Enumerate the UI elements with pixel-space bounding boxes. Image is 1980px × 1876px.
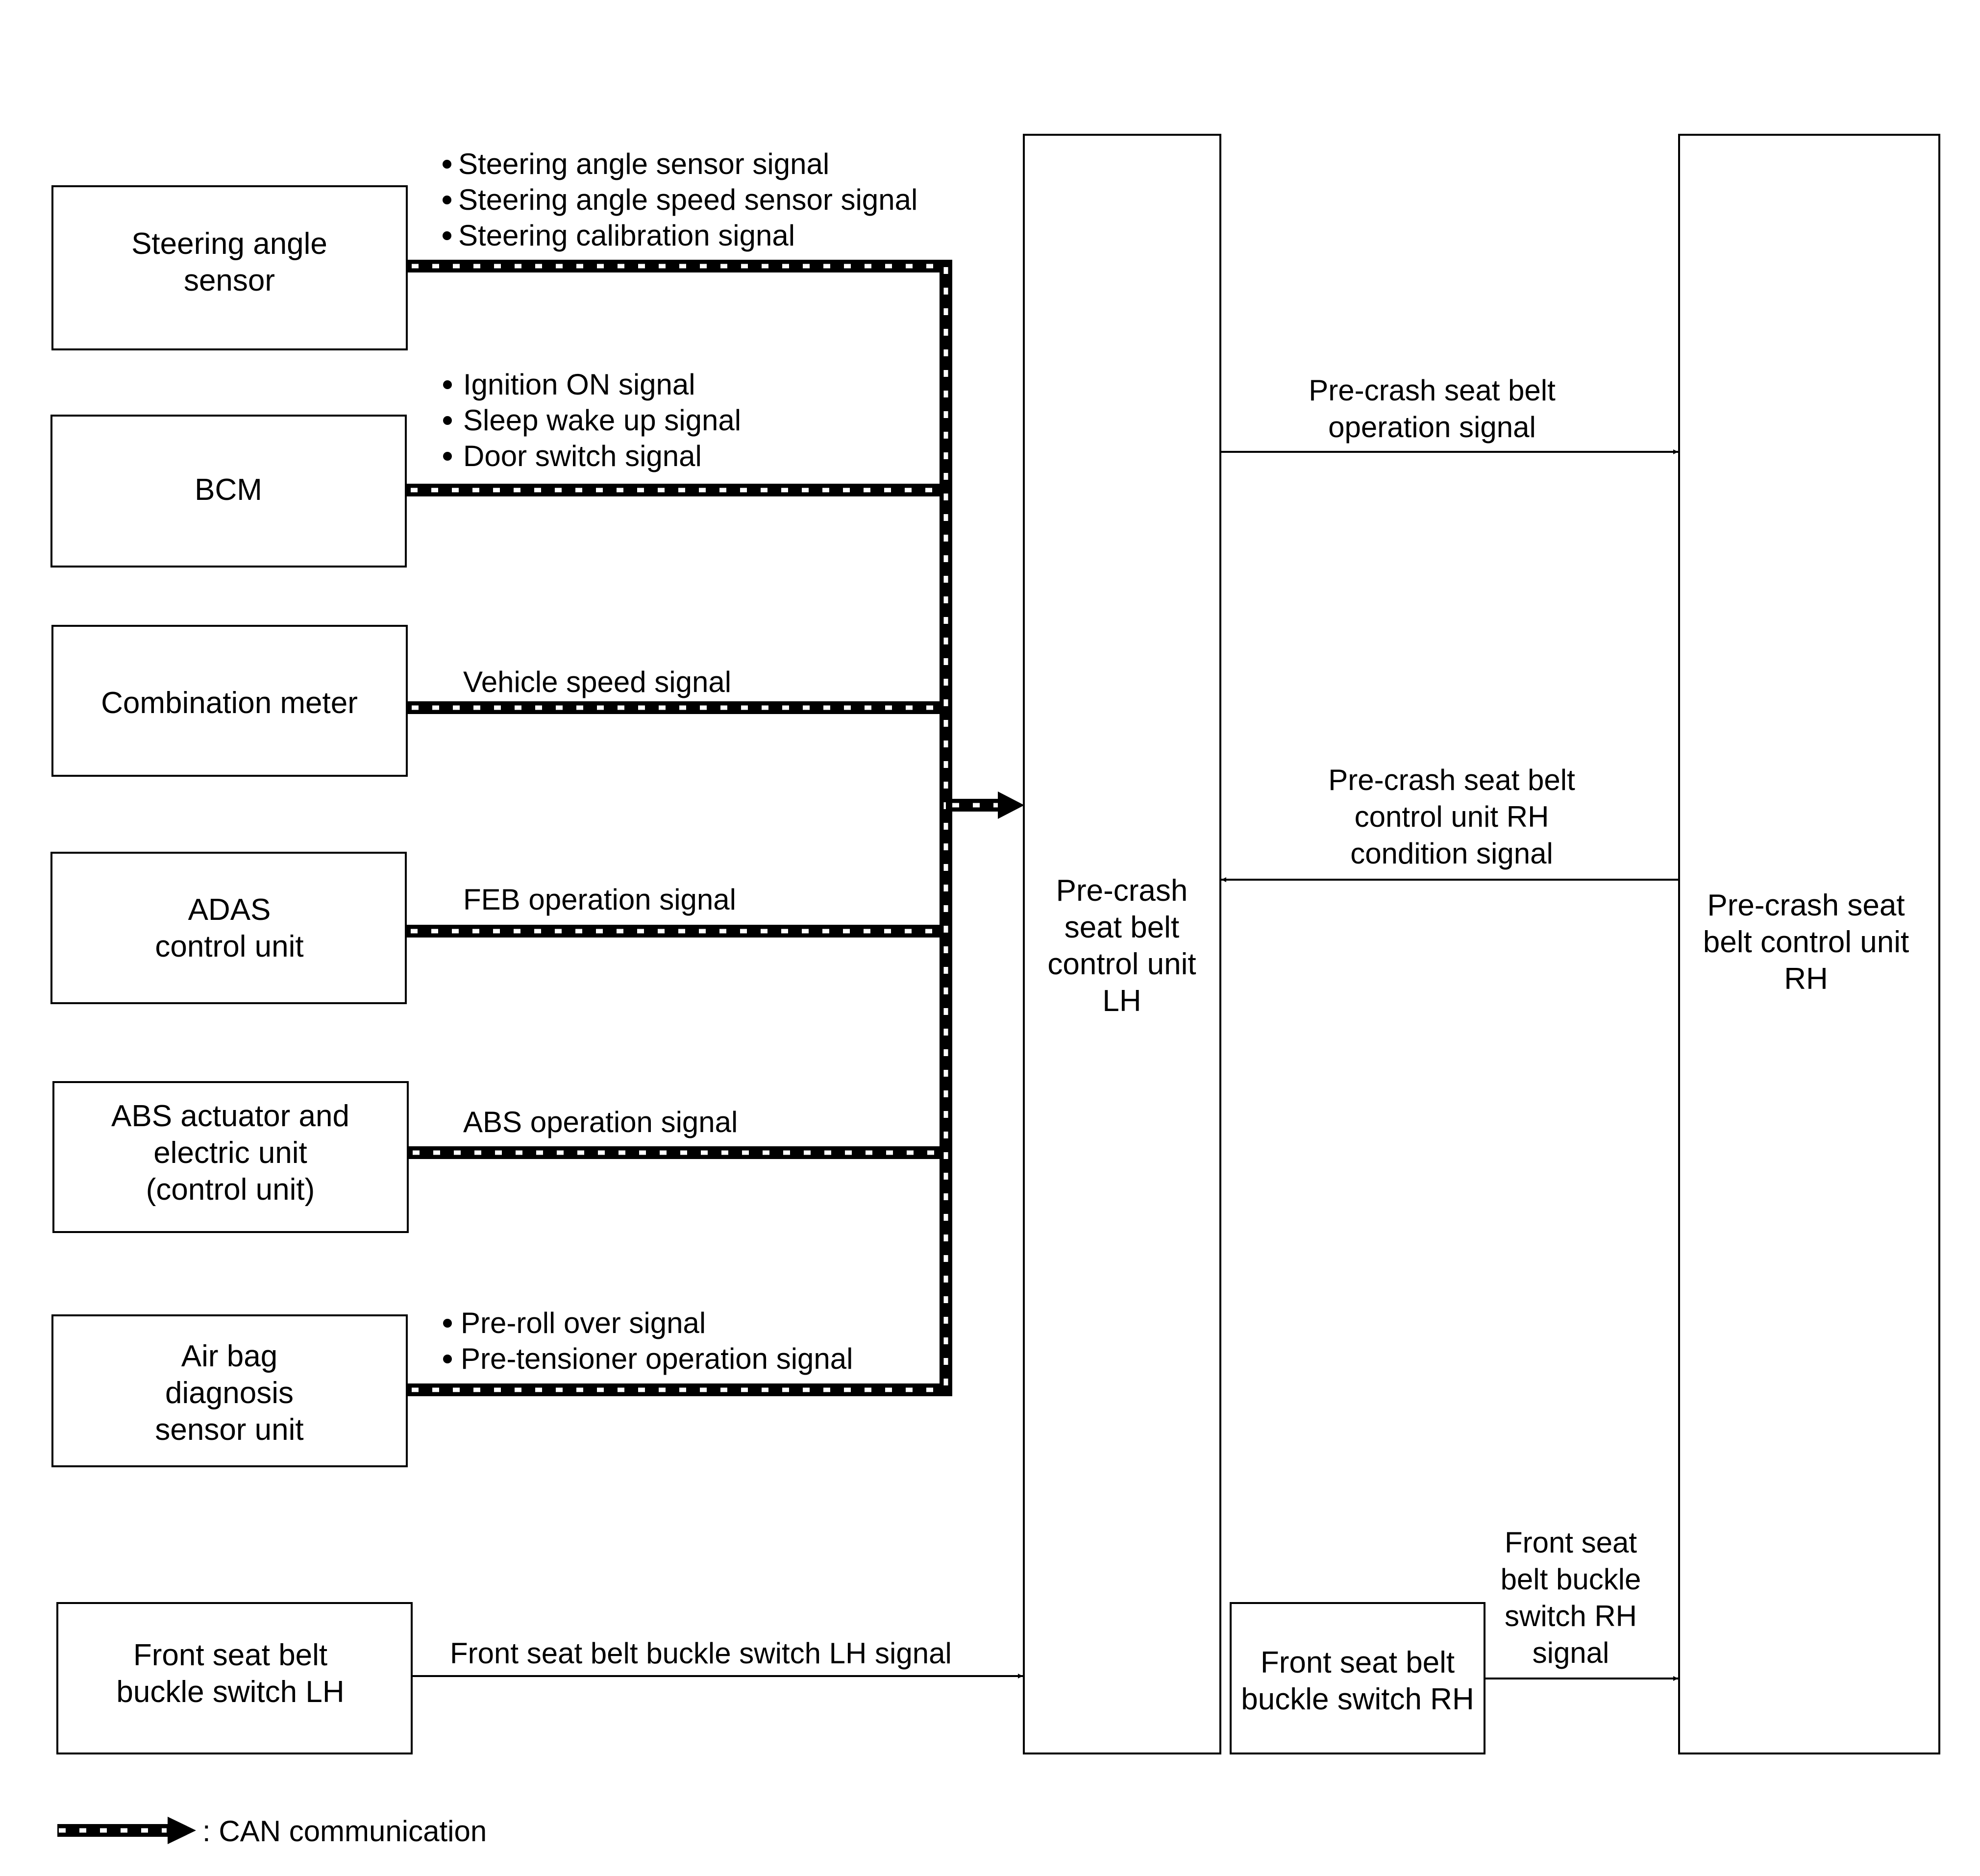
- box-adas-control-unit: ADAS control unit: [50, 852, 407, 1004]
- signal-operation-2: operation signal: [1328, 411, 1536, 444]
- box-bcm-label: BCM: [195, 473, 262, 507]
- legend-arrowhead: [168, 1817, 196, 1844]
- box-abs-line-1: ABS actuator and: [111, 1099, 349, 1133]
- box-airbag-line-3: sensor unit: [155, 1413, 303, 1447]
- box-steering-angle-sensor-line-2: sensor: [184, 264, 275, 297]
- signal-rh-condition-1: Pre-crash seat belt: [1328, 764, 1575, 796]
- signal-steering-2: Steering angle speed sensor signal: [458, 183, 917, 216]
- signal-buckle-rh-2: belt buckle: [1501, 1563, 1641, 1596]
- box-precrash-lh-line-2: seat belt: [1064, 911, 1179, 944]
- box-buckle-lh-line-2: buckle switch LH: [116, 1675, 344, 1709]
- signal-labels-airbag: Pre-roll over signal Pre-tensioner opera…: [443, 1307, 853, 1375]
- signal-feb-operation: FEB operation signal: [463, 883, 736, 916]
- signal-bcm-3: Door switch signal: [463, 440, 702, 472]
- box-airbag-diagnosis: Air bag diagnosis sensor unit: [51, 1314, 408, 1467]
- signal-labels-bcm: Ignition ON signal Sleep wake up signal …: [443, 368, 741, 472]
- signal-rh-condition-3: condition signal: [1350, 837, 1553, 870]
- box-precrash-rh-line-1: Pre-crash seat: [1707, 889, 1905, 922]
- bullet: [443, 1355, 452, 1363]
- signal-airbag-2: Pre-tensioner operation signal: [461, 1342, 853, 1375]
- bullet: [443, 196, 451, 204]
- signal-bcm-1: Ignition ON signal: [463, 368, 695, 401]
- box-buckle-lh-line-1: Front seat belt: [133, 1638, 327, 1672]
- box-steering-angle-sensor: Steering angle sensor: [51, 185, 408, 350]
- box-buckle-switch-lh: Front seat belt buckle switch LH: [56, 1602, 413, 1754]
- box-buckle-switch-rh: Front seat belt buckle switch RH: [1230, 1602, 1485, 1754]
- signal-buckle-rh-1: Front seat: [1505, 1526, 1637, 1559]
- box-abs-line-3: (control unit): [146, 1173, 315, 1207]
- signal-labels-buckle-rh: Front seat belt buckle switch RH signal: [1501, 1526, 1641, 1669]
- bullet: [443, 416, 452, 425]
- box-buckle-rh-line-1: Front seat belt: [1261, 1646, 1455, 1679]
- signal-steering-3: Steering calibration signal: [458, 219, 795, 252]
- box-combination-meter: Combination meter: [51, 625, 408, 777]
- signal-steering-1: Steering angle sensor signal: [458, 148, 829, 180]
- box-abs-actuator: ABS actuator and electric unit (control …: [52, 1081, 409, 1233]
- bullet: [443, 231, 451, 240]
- signal-labels-steering: Steering angle sensor signal Steering an…: [443, 148, 917, 252]
- bullet: [443, 380, 452, 389]
- can-arrowhead: [998, 791, 1024, 819]
- direct-signal-lines: [412, 449, 1679, 1681]
- box-precrash-lh-line-3: control unit: [1047, 947, 1196, 981]
- box-precrash-lh-line-1: Pre-crash: [1056, 874, 1188, 908]
- box-precrash-rh-line-3: RH: [1784, 962, 1828, 996]
- box-adas-line-1: ADAS: [188, 893, 271, 927]
- signal-rh-condition-2: control unit RH: [1355, 800, 1549, 833]
- signal-abs-operation: ABS operation signal: [463, 1106, 738, 1138]
- signal-bcm-2: Sleep wake up signal: [463, 404, 741, 437]
- signal-buckle-rh-4: signal: [1533, 1636, 1609, 1669]
- box-precrash-rh-line-2: belt control unit: [1703, 925, 1909, 959]
- signal-vehicle-speed: Vehicle speed signal: [463, 666, 731, 698]
- bullet: [443, 452, 452, 461]
- can-bus: [406, 260, 1024, 1396]
- box-adas-line-2: control unit: [155, 930, 303, 963]
- box-airbag-line-2: diagnosis: [165, 1376, 294, 1410]
- box-combination-meter-label: Combination meter: [101, 686, 358, 720]
- signal-airbag-1: Pre-roll over signal: [461, 1307, 706, 1339]
- box-buckle-rh-line-2: buckle switch RH: [1241, 1682, 1474, 1716]
- box-airbag-line-1: Air bag: [181, 1339, 277, 1373]
- signal-labels-rh-condition: Pre-crash seat belt control unit RH cond…: [1328, 764, 1575, 870]
- signal-buckle-rh-3: switch RH: [1505, 1600, 1637, 1632]
- bullet: [443, 1319, 452, 1328]
- signal-buckle-lh: Front seat belt buckle switch LH signal: [450, 1637, 952, 1670]
- box-precrash-lh: Pre-crash seat belt control unit LH: [1023, 134, 1221, 1754]
- bullet: [443, 160, 451, 169]
- signal-operation-1: Pre-crash seat belt: [1309, 374, 1556, 407]
- box-precrash-lh-line-4: LH: [1102, 984, 1141, 1018]
- box-abs-line-2: electric unit: [153, 1136, 307, 1170]
- box-precrash-rh: Pre-crash seat belt control unit RH: [1678, 134, 1940, 1754]
- signal-labels-operation: Pre-crash seat belt operation signal: [1309, 374, 1556, 444]
- legend-label: : CAN communication: [202, 1815, 487, 1848]
- box-bcm: BCM: [50, 415, 407, 568]
- legend: : CAN communication: [57, 1815, 487, 1848]
- box-steering-angle-sensor-line-1: Steering angle: [131, 227, 327, 261]
